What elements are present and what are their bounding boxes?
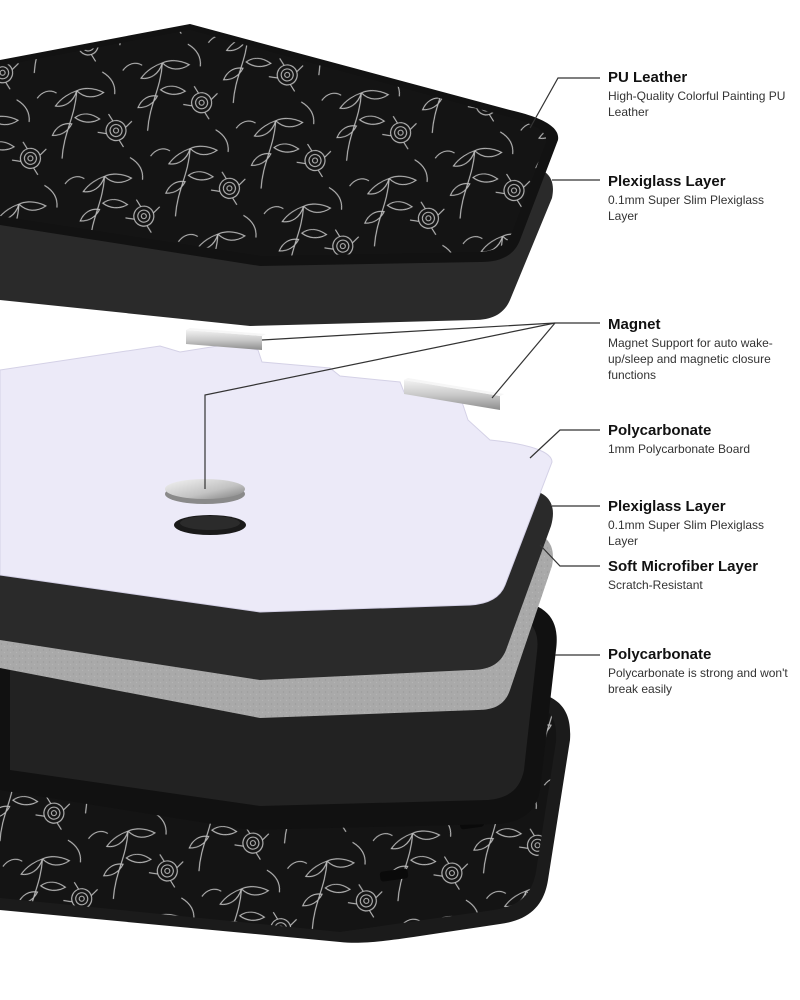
leader-line-pu-leather [529,77,600,129]
label-description: Scratch-Resistant [608,578,703,592]
label-magnet: Magnet Magnet Support for auto wake-up/s… [608,315,794,383]
label-title: Polycarbonate [608,646,712,663]
magnet-disc [165,479,245,504]
pu-leather-cover [0,24,559,266]
label-polycarbonate-board: Polycarbonate 1mm Polycarbonate Board [608,421,794,457]
label-description: 0.1mm Super Slim Plexiglass Layer [608,518,765,548]
leader-line-magnet-disc [204,322,556,489]
label-description: 0.1mm Super Slim Plexiglass Layer [608,193,765,223]
leader-line-polycarbonate-board [529,429,600,459]
label-description: High-Quality Colorful Painting PU Leathe… [608,89,786,119]
polycarbonate-board [0,343,553,613]
label-title: Plexiglass Layer [608,173,726,190]
magnet-bar-right [404,378,504,410]
label-description: Polycarbonate is strong and won't break … [608,666,788,696]
leader-lines [204,77,600,656]
leader-line-magnet-top [261,322,600,341]
magnet-bar-top [186,328,266,350]
label-plexiglass-upper: Plexiglass Layer 0.1mm Super Slim Plexig… [608,172,794,224]
label-title: PU Leather [608,69,688,86]
label-title: Magnet [608,316,661,333]
label-description: Magnet Support for auto wake-up/sleep an… [608,336,773,382]
leader-line-microfiber [539,544,600,567]
label-title: Polycarbonate [608,422,712,439]
label-pu-leather: PU Leather High-Quality Colorful Paintin… [608,68,794,120]
label-plexiglass-lower: Plexiglass Layer 0.1mm Super Slim Plexig… [608,497,794,549]
label-microfiber: Soft Microfiber Layer Scratch-Resistant [608,557,794,593]
label-title: Soft Microfiber Layer [608,558,759,575]
label-polycarbonate-shell: Polycarbonate Polycarbonate is strong an… [608,645,794,697]
label-description: 1mm Polycarbonate Board [608,442,751,456]
leader-line-magnet-right [491,322,556,399]
label-title: Plexiglass Layer [608,498,726,515]
